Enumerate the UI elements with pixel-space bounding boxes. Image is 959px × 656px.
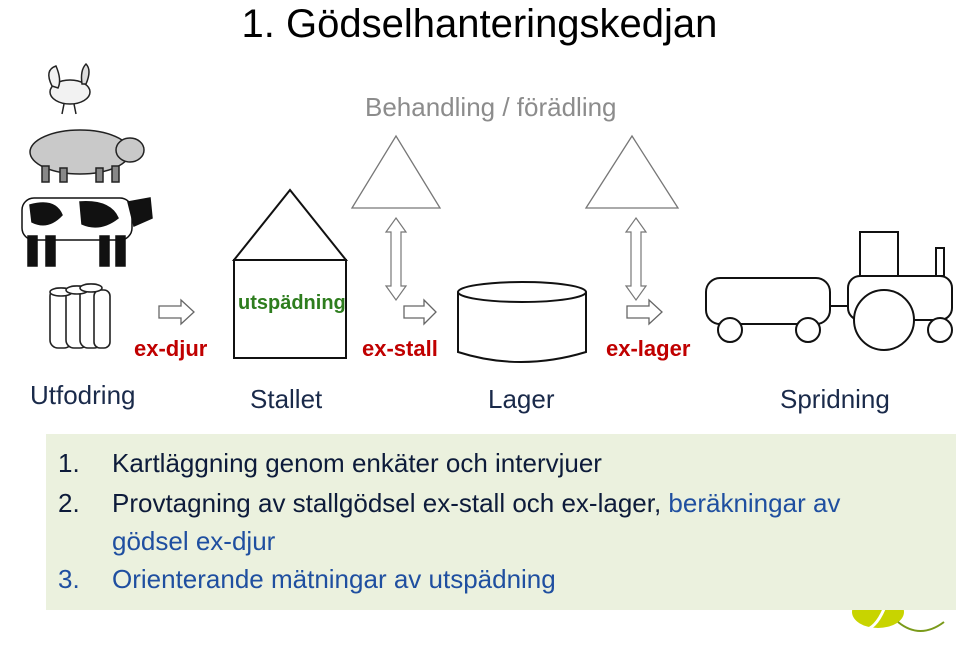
methods-box: 1. Kartläggning genom enkäter och interv… — [46, 434, 956, 610]
list-text-highlight: beräkningar av — [661, 488, 841, 518]
list-item-3: 3. Orienterande mätningar av utspädning — [58, 562, 556, 596]
label-ex-djur: ex-djur — [134, 336, 208, 361]
stage-barn: Stallet — [250, 384, 323, 414]
list-item-2: 2. Provtagning av stallgödsel ex-stall o… — [58, 486, 840, 520]
list-item-1: 1. Kartläggning genom enkäter och interv… — [58, 446, 602, 480]
list-number: 3. — [58, 564, 80, 594]
tractor-trailer-icon — [705, 231, 953, 351]
list-item-2-continued: gödsel ex-djur — [112, 526, 276, 556]
list-number: 2. — [58, 488, 80, 518]
stage-storage: Lager — [488, 384, 555, 414]
list-text: Kartläggning genom enkäter och intervjue… — [112, 448, 602, 478]
flow-arrow-ex-lager — [626, 298, 663, 326]
treatment-triangle-left — [350, 134, 442, 209]
barn-icon — [231, 188, 349, 359]
pig-icon — [29, 129, 145, 183]
page-title: 1. Gödselhanteringskedjan — [241, 2, 718, 46]
stage-feeding: Utfodring — [30, 380, 136, 410]
storage-tank-icon — [457, 281, 587, 363]
list-number: 1. — [58, 448, 80, 478]
stage-spreading: Spridning — [780, 384, 890, 414]
treatment-triangle-right — [584, 134, 680, 209]
feed-silo-icon — [49, 283, 111, 349]
treatment-label: Behandling / förädling — [365, 92, 617, 122]
list-text: Orienterande mätningar av utspädning — [112, 564, 556, 594]
flow-arrow-ex-stall — [403, 298, 437, 326]
flow-arrow-ex-djur — [158, 298, 195, 326]
label-ex-stall: ex-stall — [362, 336, 438, 361]
dilution-label: utspädning — [238, 292, 346, 314]
cow-icon — [21, 197, 153, 267]
chicken-icon — [48, 62, 91, 115]
double-arrow-right — [624, 216, 648, 302]
double-arrow-left — [384, 216, 408, 302]
list-text: Provtagning av stallgödsel ex-stall och … — [112, 488, 662, 518]
label-ex-lager: ex-lager — [606, 336, 691, 361]
